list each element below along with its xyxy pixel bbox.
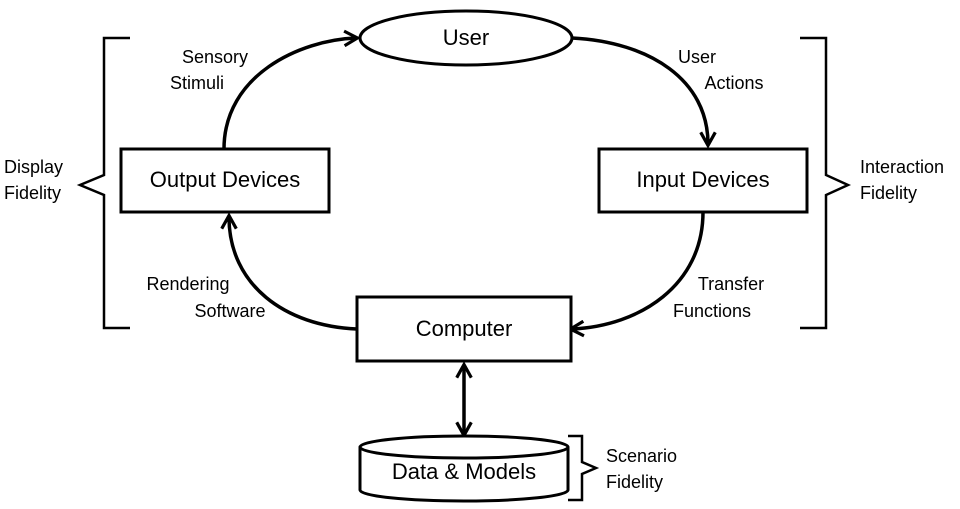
edge-computer-to-output [229, 217, 358, 331]
node-input-devices: Input Devices [597, 147, 809, 214]
node-user: User [358, 9, 574, 67]
node-computer-label: Computer [416, 316, 513, 341]
database-cylinder-icon [358, 447, 570, 503]
edge-label-rendering-software-line2: Software [194, 301, 265, 321]
group-label-display-fidelity-line1: Display [4, 157, 63, 177]
node-user-label: User [443, 25, 489, 50]
node-data-models-label: Data & Models [392, 459, 536, 484]
edge-input-to-computer [572, 211, 705, 329]
node-output-devices-label: Output Devices [150, 167, 300, 192]
user-ellipse [358, 9, 574, 67]
scenario-fidelity-bracket [568, 434, 600, 502]
edge-label-sensory-stimuli-line2: Stimuli [170, 73, 224, 93]
group-label-display-fidelity-line2: Fidelity [4, 183, 61, 203]
node-input-devices-label: Input Devices [636, 167, 769, 192]
interaction-fidelity-bracket [800, 36, 852, 330]
edge-label-user-actions-line1: User [678, 47, 716, 67]
output-devices-box [119, 147, 331, 214]
edge-label-sensory-stimuli-line1: Sensory [182, 47, 248, 67]
group-label-scenario-fidelity-line2: Fidelity [606, 472, 663, 492]
edge-label-user-actions-line2: Actions [704, 73, 763, 93]
node-computer: Computer [355, 295, 573, 363]
database-cylinder-top [358, 434, 570, 460]
edge-output-to-user [222, 38, 356, 150]
input-devices-box [597, 147, 809, 214]
edge-label-rendering-software-line1: Rendering [146, 274, 229, 294]
node-data-models: Data & Models [358, 434, 570, 503]
edge-user-to-input [571, 36, 708, 144]
node-output-devices: Output Devices [119, 147, 331, 214]
group-label-interaction-fidelity-line1: Interaction [860, 157, 944, 177]
group-label-scenario-fidelity-line1: Scenario [606, 446, 677, 466]
edge-label-transfer-functions-line1: Transfer [698, 274, 764, 294]
group-label-interaction-fidelity-line2: Fidelity [860, 183, 917, 203]
edge-label-transfer-functions-line2: Functions [673, 301, 751, 321]
display-fidelity-bracket [76, 36, 130, 330]
computer-box [355, 295, 573, 363]
